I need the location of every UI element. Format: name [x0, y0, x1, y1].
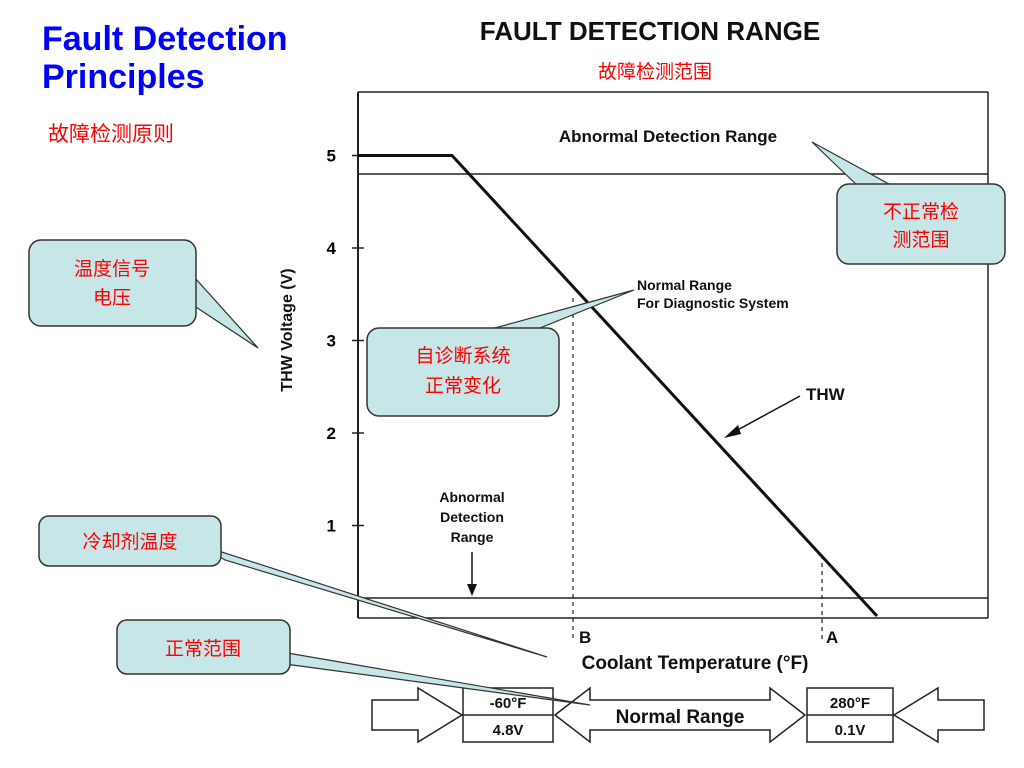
callout-abnormal-box — [836, 183, 1006, 265]
normal-range-banner: -60°F 4.8V Normal Range 280°F 0.1V — [371, 686, 985, 744]
callout-normal-text: 正常范围 — [165, 638, 241, 660]
callout-signal-box — [28, 239, 197, 327]
normal-range-double-arrow — [553, 686, 807, 744]
lower-abnormal-label-line1: Abnormal — [439, 489, 504, 505]
callout-coolant-temp: 冷却剂温度 — [38, 515, 548, 658]
thw-pointer-head — [724, 425, 741, 438]
left-temp-value: -60°F — [490, 695, 527, 712]
callout-selfdiag-box — [366, 327, 560, 417]
callout-coolant-text: 冷却剂温度 — [82, 531, 177, 553]
callout-abnormal-line2: 测范围 — [892, 229, 949, 251]
right-volt-value: 0.1V — [835, 722, 866, 739]
y-tick-label: 2 — [327, 424, 336, 443]
callout-normal-range: 正常范围 — [116, 619, 591, 706]
x-axis-label: Coolant Temperature (°F) — [582, 653, 809, 674]
slide-subtitle: 故障检测原则 — [48, 122, 174, 146]
left-inward-arrow — [371, 686, 464, 744]
normal-range-label-line1: Normal Range — [637, 277, 732, 293]
lower-abnormal-label-line3: Range — [451, 529, 494, 545]
right-temp-value: 280°F — [830, 695, 870, 712]
normal-range-label-line2: For Diagnostic System — [637, 295, 789, 311]
callout-signal-voltage: 温度信号 电压 — [28, 239, 259, 349]
thw-label: THW — [806, 385, 846, 404]
y-tick-label: 1 — [327, 517, 336, 536]
y-tick-label: 3 — [327, 332, 336, 351]
thw-pointer — [731, 395, 801, 434]
callout-signal-line1: 温度信号 — [74, 258, 150, 280]
point-b-label: B — [579, 628, 591, 647]
callout-abnormal-line1: 不正常检 — [883, 201, 959, 223]
callout-coolant-box — [38, 515, 222, 567]
left-volt-value: 4.8V — [493, 722, 524, 739]
callout-selfdiag-line2: 正常变化 — [425, 375, 501, 397]
figure-title-cn: 故障检测范围 — [598, 61, 712, 83]
callout-abnormal-range: 不正常检 测范围 — [811, 141, 1006, 265]
bottom-normal-range-label: Normal Range — [616, 707, 745, 728]
callout-signal-line2: 电压 — [93, 287, 131, 309]
upper-abnormal-range-label: Abnormal Detection Range — [559, 127, 777, 146]
slide-title: Fault Detection Principles — [42, 20, 288, 96]
callout-normal-box — [116, 619, 291, 675]
lower-abnormal-arrowhead — [467, 584, 477, 596]
callout-selfdiag-line1: 自诊断系统 — [415, 345, 510, 367]
point-a-label: A — [826, 628, 838, 647]
y-axis-label: THW Voltage (V) — [279, 268, 296, 391]
y-tick-label: 4 — [327, 239, 337, 258]
y-tick-label: 5 — [327, 147, 336, 166]
figure-title: FAULT DETECTION RANGE — [480, 16, 820, 46]
lower-abnormal-label-line2: Detection — [440, 509, 504, 525]
thw-series-line — [358, 154, 879, 618]
callout-self-diagnostic: 自诊断系统 正常变化 — [366, 289, 635, 417]
callout-abnormal-pointer — [811, 141, 901, 191]
right-inward-arrow — [892, 686, 985, 744]
